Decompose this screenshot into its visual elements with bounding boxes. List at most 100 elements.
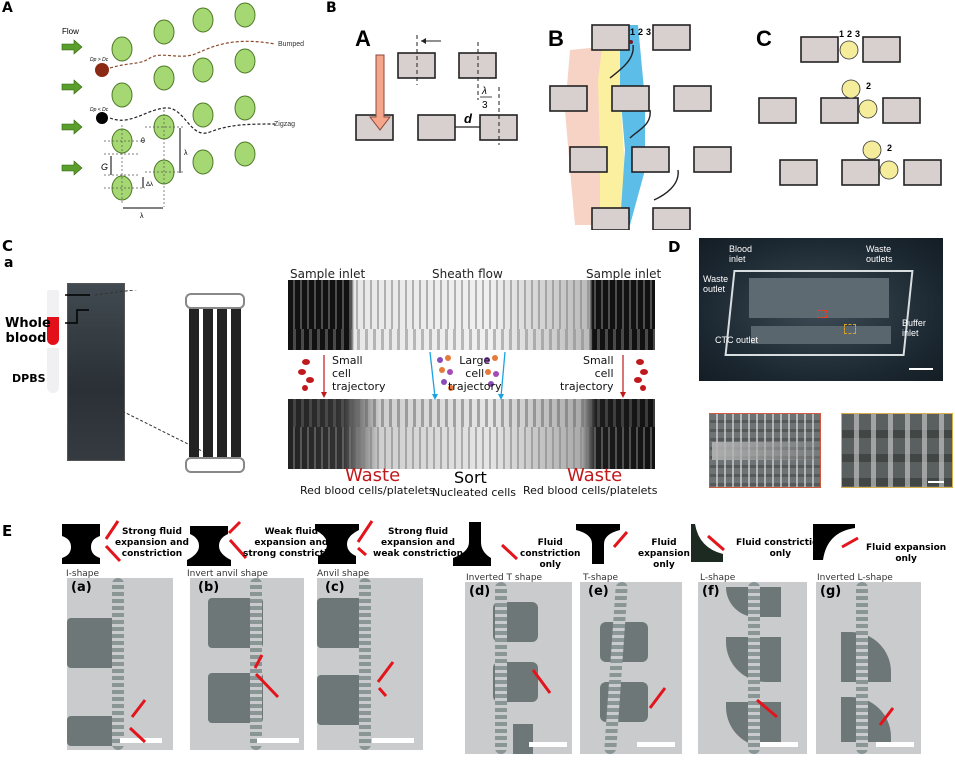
blood-inlet-label: Blood inlet xyxy=(729,244,753,264)
lane-number: 2 xyxy=(638,27,643,37)
scale-bar xyxy=(909,368,933,370)
lane-number: 2 xyxy=(847,29,852,39)
sub-a-posts xyxy=(355,52,518,141)
lane-3-region xyxy=(620,25,645,225)
micrograph-e: (e) xyxy=(580,582,682,754)
micrograph-g: (g) xyxy=(816,582,921,754)
micrograph-f: (f) xyxy=(698,582,807,754)
anvil-shape-icon xyxy=(315,524,359,564)
ctc-outlet-label: CTC outlet xyxy=(715,335,759,345)
spacing-label-vertical: λ xyxy=(184,150,188,157)
shape-label-e: T-shape xyxy=(583,573,619,583)
flow-arrows xyxy=(61,39,83,176)
rbc-right-label: Red blood cells/platelets xyxy=(523,484,658,497)
inlet-micrograph xyxy=(288,280,655,350)
flow-arrow-icon xyxy=(61,79,83,95)
device-chamber-bottom xyxy=(751,326,891,344)
yellow-roi-box xyxy=(844,324,856,334)
outlet-micrograph xyxy=(288,399,655,469)
inverted-t-shape-icon xyxy=(453,522,491,566)
shift-denominator: 3 xyxy=(482,100,488,111)
sort-label: Sort xyxy=(454,468,487,487)
small-particle-icon xyxy=(96,112,108,124)
lane-marker: 2 xyxy=(887,143,892,153)
shift-label: Δλ xyxy=(146,182,153,188)
rbc-left-label: Red blood cells/platelets xyxy=(300,484,435,497)
lane-number: 3 xyxy=(646,27,651,37)
panel-b-sub-c-label: C xyxy=(756,26,772,51)
zigzag-trajectory xyxy=(109,107,276,134)
shape-label-a: I-shape xyxy=(66,569,100,579)
panel-b-sub-a-label: A xyxy=(355,26,371,51)
sub-c-posts xyxy=(758,36,942,186)
dimension-arrows xyxy=(110,128,181,209)
micrograph-red-arrows xyxy=(128,654,895,744)
flow-arrow-icon xyxy=(61,119,83,135)
shift-numerator: λ xyxy=(481,86,487,97)
flow-arrow-icons xyxy=(104,520,859,563)
nucleated-label: Nucleated cells xyxy=(432,486,517,499)
zigzag-label: Zigzag xyxy=(274,121,295,128)
panel-e-label: E xyxy=(2,522,13,540)
red-blood-cell-icons xyxy=(298,359,648,391)
inverted-l-shape-icon xyxy=(813,524,855,560)
panel-a-label: A xyxy=(2,0,13,16)
waste-outlet-label: Waste outlet xyxy=(703,274,729,294)
particle-path xyxy=(839,40,899,180)
gap-label: G xyxy=(101,162,108,172)
panel-d-label: D xyxy=(668,238,681,256)
sem-image-red xyxy=(709,413,821,488)
spacing-label-horizontal: λ xyxy=(140,213,144,220)
sample-inlet-left-label: Sample inlet xyxy=(290,267,366,281)
panel-a-dld-schematic: Flow Bumped Zigzag Dp > Dc Dp < Dc G λ λ… xyxy=(61,2,304,220)
gap-d-label: d xyxy=(464,111,473,126)
flow-direction-arrow-icon xyxy=(368,54,392,131)
panel-c-label: C xyxy=(2,237,14,255)
shape-label-g: Inverted L-shape xyxy=(817,573,893,583)
lane-number: 3 xyxy=(855,29,860,39)
dpbs-label: DPBS xyxy=(12,372,46,385)
trajectory-arrows xyxy=(298,351,648,400)
small-particle-label: Dp < Dc xyxy=(90,107,109,113)
flow-label: Flow xyxy=(62,27,79,36)
red-roi-box xyxy=(817,310,827,318)
device-chamber-top xyxy=(749,278,889,318)
t-shape-icon xyxy=(576,524,620,564)
waste-right-label: Waste xyxy=(567,465,623,486)
waste-left-label: Waste xyxy=(345,465,401,486)
sem-image-yellow xyxy=(841,413,953,488)
lane-number: 1 xyxy=(630,27,635,37)
cell-streak xyxy=(712,442,820,460)
tube-top xyxy=(47,290,59,320)
pillar-shape-icons xyxy=(62,520,859,566)
bumped-label: Bumped xyxy=(278,41,304,48)
micrograph-c: (c) xyxy=(317,578,423,750)
panel-b-dld-diagrams: d λ 3 1 2 3 1 2 3 2 xyxy=(355,24,942,230)
lane-2-region xyxy=(598,25,625,225)
sub-b-posts xyxy=(549,24,732,230)
sample-inlet-right-label: Sample inlet xyxy=(586,267,662,281)
flow-arrow-icon xyxy=(61,160,83,176)
shape-label-b: Invert anvil shape xyxy=(187,569,268,579)
i-shape-icon xyxy=(62,524,100,564)
buffer-inlet-label: Buffer inlet xyxy=(902,318,926,338)
large-particle-icon xyxy=(95,63,109,77)
sheath-flow-label: Sheath flow xyxy=(432,267,503,281)
whole-blood-tube xyxy=(47,317,59,345)
device-photo: Blood inlet Waste outlets Waste outlet C… xyxy=(699,238,943,381)
micrograph-b: (b) xyxy=(190,578,304,750)
lane-number: 1 xyxy=(839,29,844,39)
micrograph-d: (d) xyxy=(465,582,572,754)
panel-b-label: B xyxy=(326,0,337,16)
large-particle-label: Dp > Dc xyxy=(90,57,109,63)
shape-label-d: Inverted T shape xyxy=(466,573,543,583)
